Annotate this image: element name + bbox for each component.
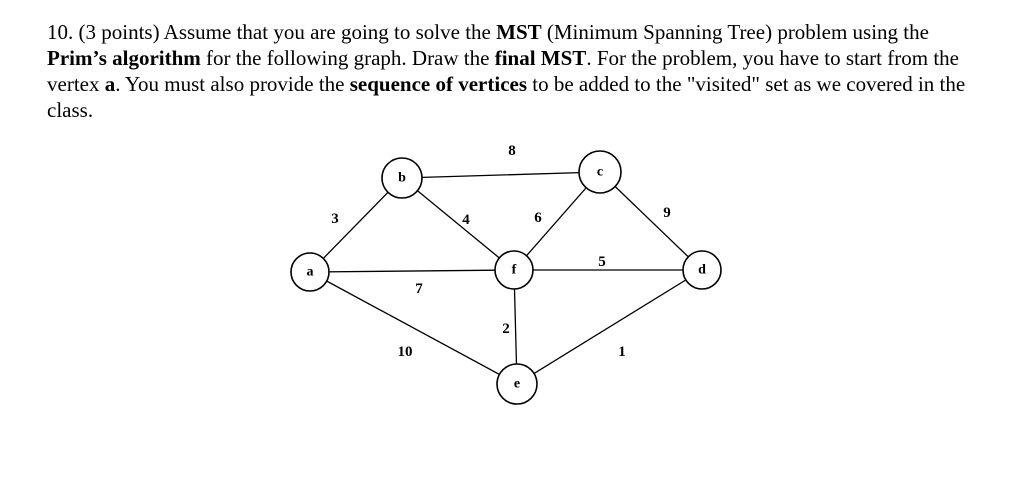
graph-edge-weights: 3 8 4 7 10 6 9 5 2 1 xyxy=(331,143,671,360)
question-text-part: to be added to the "visited" set as we c… xyxy=(47,72,966,122)
node-label-d: d xyxy=(698,263,706,278)
node-circle-a xyxy=(290,252,330,292)
question-bold-final-mst: final MST xyxy=(494,46,587,70)
question-text-part: . You must also provide the xyxy=(115,72,350,96)
edge-weight-b-f: 4 xyxy=(462,212,470,228)
edge-weight-f-d: 5 xyxy=(598,254,606,270)
question-text-part: . For the problem, you have to start fro… xyxy=(47,46,959,96)
edge-weight-c-f: 6 xyxy=(534,210,542,226)
edge-a-f xyxy=(309,269,515,273)
node-circle-c xyxy=(578,150,622,194)
node-f: f xyxy=(494,250,534,290)
question-text-part: 10. (3 points) Assume that you are going… xyxy=(47,20,497,44)
edge-weight-c-d: 9 xyxy=(663,205,671,221)
edge-a-b xyxy=(309,177,403,273)
node-label-f: f xyxy=(512,263,517,278)
edge-weight-b-c: 8 xyxy=(508,143,516,159)
node-label-a: a xyxy=(307,265,314,280)
edge-a-e xyxy=(309,271,518,385)
edge-weight-f-e: 2 xyxy=(502,321,510,337)
question-bold-prims: Prim’s algorithm xyxy=(47,46,201,70)
edge-weight-e-d: 1 xyxy=(618,344,626,360)
node-label-c: c xyxy=(597,165,603,180)
edge-b-f xyxy=(401,177,515,271)
node-e: e xyxy=(496,363,538,405)
node-c: c xyxy=(578,150,622,194)
edge-weight-a-f: 7 xyxy=(415,281,423,297)
edge-e-d xyxy=(516,269,703,385)
graph-nodes: a b c d e f xyxy=(290,150,722,405)
node-circle-e xyxy=(496,363,538,405)
node-circle-b xyxy=(381,157,423,199)
node-label-b: b xyxy=(398,171,406,186)
question-text-part: for the following graph. Draw the xyxy=(200,46,495,70)
graph-edges xyxy=(309,171,703,385)
node-circle-d xyxy=(682,250,722,290)
question-bold-vertex-a: a xyxy=(104,72,116,96)
question-text-part: (Minimum Spanning Tree) problem using th… xyxy=(541,20,929,44)
question-bold-mst: MST xyxy=(496,20,542,44)
edge-b-c xyxy=(401,171,601,179)
node-b: b xyxy=(381,157,423,199)
node-a: a xyxy=(290,252,330,292)
question-bold-sequence: sequence of vertices xyxy=(349,72,528,96)
node-circle-f xyxy=(494,250,534,290)
edge-c-d xyxy=(599,171,703,271)
node-label-e: e xyxy=(514,377,520,392)
node-d: d xyxy=(682,250,722,290)
edge-weight-a-e: 10 xyxy=(398,344,413,360)
question-text: 10. (3 points) Assume that you are going… xyxy=(47,19,987,123)
edge-weight-a-b: 3 xyxy=(331,211,339,227)
